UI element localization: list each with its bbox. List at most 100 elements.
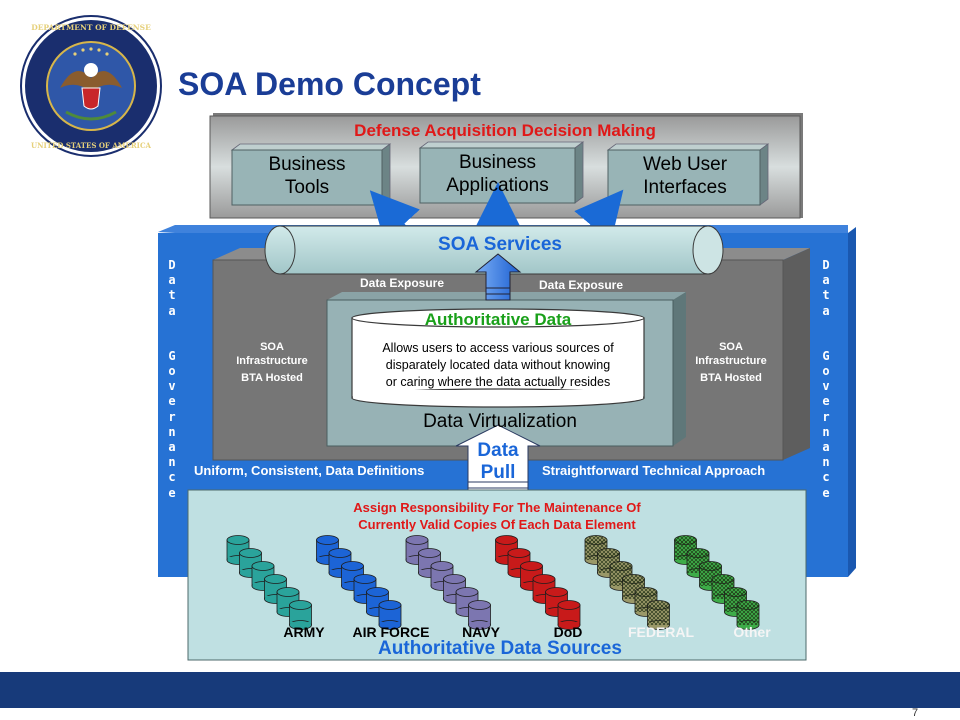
- db-cylinder: [378, 600, 402, 630]
- infrastructure-right-line3: BTA Hosted: [700, 372, 762, 384]
- decision-making-heading: Defense Acquisition Decision Making: [354, 121, 656, 140]
- governance-word-gap: [161, 319, 183, 349]
- source-label-air-force: AIR FORCE: [352, 624, 430, 640]
- db-stack-dod: [495, 535, 581, 630]
- governance-word-gap: [815, 319, 837, 349]
- infrastructure-left-line1: SOA: [260, 341, 284, 353]
- db-stack-other: [674, 535, 760, 630]
- approach-left: Uniform, Consistent, Data Definitions: [194, 463, 425, 478]
- svg-text:UNITED STATES OF AMERICA: UNITED STATES OF AMERICA: [31, 141, 151, 150]
- governance-letter: a: [168, 440, 176, 455]
- governance-letter: e: [822, 394, 830, 409]
- governance-letter: e: [168, 485, 176, 500]
- data-exposure-right: Data Exposure: [539, 278, 624, 292]
- source-label-navy: NAVY: [462, 624, 500, 640]
- infrastructure-right-line2: Infrastructure: [695, 355, 767, 367]
- governance-letter: a: [168, 303, 176, 318]
- source-label-dod: DoD: [553, 624, 583, 640]
- soa-services-label: SOA Services: [438, 234, 562, 255]
- decision-box-2-line2: Applications: [446, 175, 549, 196]
- decision-box-3: [606, 143, 770, 206]
- db-cylinder: [468, 600, 491, 630]
- governance-letter: o: [822, 364, 830, 379]
- data-exposure-arrow: [474, 253, 522, 301]
- db-stack-air-force: [316, 535, 402, 630]
- decision-box-label-1: Business Tools: [232, 153, 382, 199]
- db-cylinder: [647, 600, 670, 630]
- db-cylinder: [557, 600, 581, 630]
- governance-letter: c: [822, 470, 830, 485]
- infrastructure-left-line2: Infrastructure: [236, 355, 308, 367]
- infrastructure-right: SOA Infrastructure BTA Hosted: [681, 340, 781, 385]
- authoritative-data-body-line2: disparately located data without knowing: [385, 358, 611, 372]
- governance-letter: t: [822, 288, 830, 303]
- governance-letter: t: [168, 288, 176, 303]
- governance-letter: o: [168, 364, 176, 379]
- governance-letter: c: [168, 470, 176, 485]
- database-stacks: [226, 535, 760, 630]
- infrastructure-right-line1: SOA: [719, 341, 743, 353]
- svg-text:DEPARTMENT OF DEFENSE: DEPARTMENT OF DEFENSE: [31, 23, 151, 32]
- governance-letter: v: [822, 379, 830, 394]
- decision-box-label-3: Web User Interfaces: [610, 153, 760, 199]
- governance-letter: a: [168, 273, 176, 288]
- governance-letter: n: [168, 455, 176, 470]
- decision-box-1: [230, 143, 392, 206]
- db-cylinder: [289, 600, 312, 630]
- governance-letter: G: [168, 348, 176, 363]
- db-cylinder: [532, 574, 556, 604]
- data-pull-line2: Pull: [480, 462, 516, 483]
- decision-box-3-line1: Web User: [642, 154, 728, 175]
- decision-box-1-line2: Tools: [284, 177, 330, 198]
- governance-letter: D: [822, 258, 830, 272]
- governance-letter: G: [822, 348, 830, 363]
- governance-letter: D: [168, 258, 176, 272]
- governance-letter: n: [168, 424, 176, 439]
- infrastructure-left-line3: BTA Hosted: [241, 372, 303, 384]
- decision-box-1-line1: Business: [268, 154, 346, 175]
- data-pull-line1: Data: [477, 440, 519, 461]
- authoritative-data-cylinder: [351, 308, 645, 408]
- db-stack-army: [226, 535, 312, 630]
- page-title: SOA Demo Concept: [178, 66, 481, 102]
- db-cylinder: [736, 600, 760, 630]
- data-virtualization-label: Data Virtualization: [423, 411, 577, 432]
- governance-letter: a: [822, 440, 830, 455]
- authoritative-data-heading: Authoritative Data: [424, 310, 572, 329]
- source-label-other: Other: [733, 624, 771, 640]
- sources-heading-line2: Currently Valid Copies Of Each Data Elem…: [358, 517, 636, 532]
- data-pull-label: Data Pull: [462, 440, 534, 484]
- sources-heading-line1: Assign Responsibility For The Maintenanc…: [353, 500, 641, 515]
- governance-letter: a: [822, 303, 830, 318]
- governance-letter: e: [822, 485, 830, 500]
- governance-letter: r: [168, 409, 176, 424]
- decision-box-2-line1: Business: [458, 152, 537, 173]
- footer-bar: [0, 672, 960, 708]
- decision-box-3-line2: Interfaces: [643, 177, 727, 198]
- approach-right: Straightforward Technical Approach: [542, 463, 766, 478]
- sources-heading: Assign Responsibility For The Maintenanc…: [188, 499, 806, 533]
- page-number: 7: [912, 707, 919, 719]
- infrastructure-left: SOA Infrastructure BTA Hosted: [222, 340, 322, 385]
- decision-box-label-2: Business Applications: [420, 151, 575, 197]
- decision-box-group: [230, 141, 770, 206]
- governance-letter: n: [822, 455, 830, 470]
- governance-letter: n: [822, 424, 830, 439]
- authoritative-data-body-line3: or caring where the data actually reside…: [385, 375, 611, 389]
- governance-letter: v: [168, 379, 176, 394]
- db-stack-federal: [584, 535, 670, 630]
- governance-letter: r: [822, 409, 830, 424]
- governance-letter: e: [168, 394, 176, 409]
- governance-letter: a: [822, 273, 830, 288]
- sources-footer: Authoritative Data Sources: [378, 638, 622, 659]
- source-label-federal: FEDERAL: [627, 624, 695, 640]
- source-label-army: ARMY: [283, 624, 325, 640]
- data-exposure-left: Data Exposure: [360, 276, 445, 290]
- dod-seal: DEPARTMENT OF DEFENSE UNITED STATES OF A…: [20, 15, 162, 157]
- authoritative-data-body-line1: Allows users to access various sources o…: [382, 341, 614, 355]
- authoritative-data-body: Allows users to access various sources o…: [352, 340, 644, 391]
- db-stack-navy: [405, 535, 491, 630]
